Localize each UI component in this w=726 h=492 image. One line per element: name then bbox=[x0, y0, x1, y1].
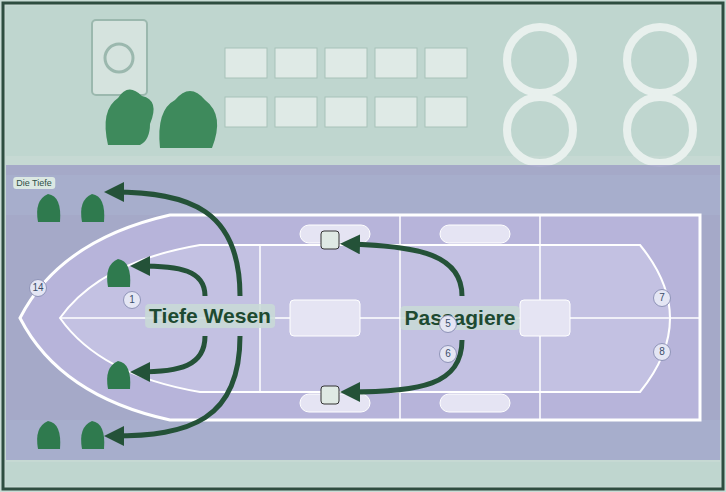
space-number: 1 bbox=[123, 291, 141, 309]
space-number: 8 bbox=[653, 343, 671, 361]
space-number: 14 bbox=[29, 279, 47, 297]
space-number: 5 bbox=[439, 315, 457, 333]
space-number: 6 bbox=[439, 345, 457, 363]
area-label: Die Tiefe bbox=[13, 177, 55, 189]
group-label: Tiefe Wesen bbox=[145, 304, 275, 328]
space-number: 7 bbox=[653, 289, 671, 307]
group-label: Passagiere bbox=[401, 306, 520, 330]
